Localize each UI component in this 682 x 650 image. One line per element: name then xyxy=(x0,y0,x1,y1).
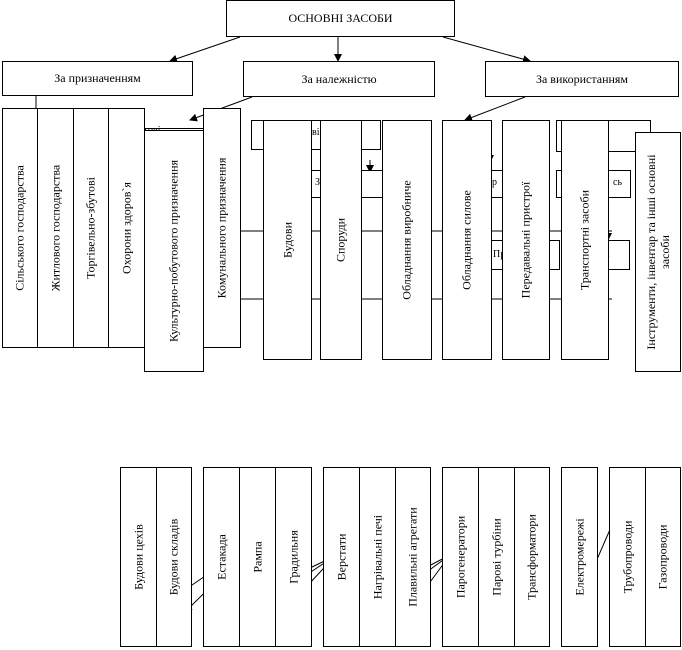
purpose-item: Сільського господарства xyxy=(2,108,38,348)
bottom-item-label: Трансформатори xyxy=(524,514,539,600)
bottom-item: Парові турбіни xyxy=(478,467,515,647)
bottom-item: Плавильні агрегати xyxy=(395,467,431,647)
tech-item: Інструменти, інвентар та інші основні за… xyxy=(635,132,681,372)
bottom-item: Парогенератори xyxy=(442,467,479,647)
group-usage: За використанням xyxy=(485,61,679,97)
group-ownership-label: За належністю xyxy=(301,71,377,86)
bottom-item-label: Рампа xyxy=(250,541,264,573)
bottom-item-label: Будови цехів xyxy=(131,524,145,590)
bottom-item-label: Плавильні агрегати xyxy=(405,507,420,607)
purpose-item: Культурно-побутового призначення xyxy=(144,130,204,372)
tech-item-label: Транспортні засоби xyxy=(577,189,592,291)
tech-item: Обладнання силове xyxy=(442,120,492,360)
root-title: ОСНОВНІ ЗАСОБИ xyxy=(288,11,393,25)
bottom-item: Будови цехів xyxy=(120,467,157,647)
bottom-group-production-equipment: Верстати Нагрівальні печі Плавильні агре… xyxy=(323,467,431,647)
bottom-item: Газопроводи xyxy=(645,467,681,647)
tech-item: Обладнання виробниче xyxy=(382,120,432,360)
tech-item-label: Передавальні пристрої xyxy=(518,181,533,299)
purpose-item: Охорони здоров`я xyxy=(108,108,145,348)
bottom-item-label: Газопроводи xyxy=(655,524,670,590)
bottom-item-label: Парові турбіни xyxy=(489,518,503,596)
bottom-item-label: Нагрівальні печі xyxy=(370,514,384,600)
bottom-item: Трансформатори xyxy=(514,467,550,647)
group-purpose-label: За призначенням xyxy=(54,71,141,85)
bottom-item: Нагрівальні печі xyxy=(359,467,396,647)
bottom-item-label: Будови складів xyxy=(166,518,181,596)
tech-item-label: Обладнання силове xyxy=(459,190,474,290)
bottom-item-label: Верстати xyxy=(334,533,348,581)
bottom-item-label: Градильня xyxy=(286,530,300,584)
bottom-group-structures: Естакада Рампа Градильня xyxy=(203,467,312,647)
purpose-item-label: Торгівельно-збутові xyxy=(83,177,98,279)
group-ownership: За належністю xyxy=(243,61,435,97)
bottom-item: Градильня xyxy=(275,467,312,647)
bottom-item: Будови складів xyxy=(156,467,192,647)
tech-item-label: Будови xyxy=(280,221,294,259)
purpose-item-label: Охорони здоров`я xyxy=(119,182,133,274)
purpose-item: Комунального призначення xyxy=(203,108,241,348)
hidden-fragment: Пр xyxy=(493,249,506,260)
group-usage-label: За використанням xyxy=(535,71,629,86)
bottom-item: Верстати xyxy=(323,467,360,647)
purpose-item-label: Комунального призначення xyxy=(214,157,229,299)
tech-item: Передавальні пристрої xyxy=(502,120,550,360)
tech-item-label: Інструменти, інвентар та інші основні за… xyxy=(644,154,672,350)
bottom-item: Трубопроводи xyxy=(609,467,646,647)
root-node: ОСНОВНІ ЗАСОБИ xyxy=(226,0,455,37)
hidden-fragment: р xyxy=(492,177,497,188)
bottom-item: Естакада xyxy=(203,467,240,647)
tech-item: Споруди xyxy=(320,120,362,360)
hidden-fragment: сь xyxy=(613,177,622,188)
purpose-item: Торгівельно-збутові xyxy=(73,108,109,348)
purpose-item-label: Культурно-побутового призначення xyxy=(166,159,181,343)
tech-item: Транспортні засоби xyxy=(561,120,609,360)
hidden-fragment: ві xyxy=(312,127,320,138)
bottom-item-label: Естакада xyxy=(214,534,228,580)
bottom-item: Рампа xyxy=(239,467,276,647)
tech-item-label: Споруди xyxy=(333,217,348,263)
group-purpose: За призначенням xyxy=(2,61,193,96)
bottom-item-label: Трубопроводи xyxy=(620,520,634,594)
bottom-item-label: Електромережі xyxy=(572,518,586,596)
purpose-item: Житлового господарства xyxy=(37,108,74,348)
tech-item-label: Обладнання виробниче xyxy=(399,180,414,300)
bottom-item-label: Парогенератори xyxy=(453,515,467,599)
hidden-fragment: Зь xyxy=(315,177,325,188)
purpose-item-label: Сільського господарства xyxy=(12,165,27,291)
bottom-group-buildings: Будови цехів Будови складів xyxy=(120,467,192,647)
purpose-item-label: Житлового господарства xyxy=(48,164,62,292)
bottom-item: Електромережі xyxy=(561,467,598,647)
tech-item: Будови xyxy=(263,120,312,360)
bottom-group-power-equipment: Парогенератори Парові турбіни Трансформа… xyxy=(442,467,550,647)
bottom-group-pipelines: Трубопроводи Газопроводи xyxy=(609,467,681,647)
